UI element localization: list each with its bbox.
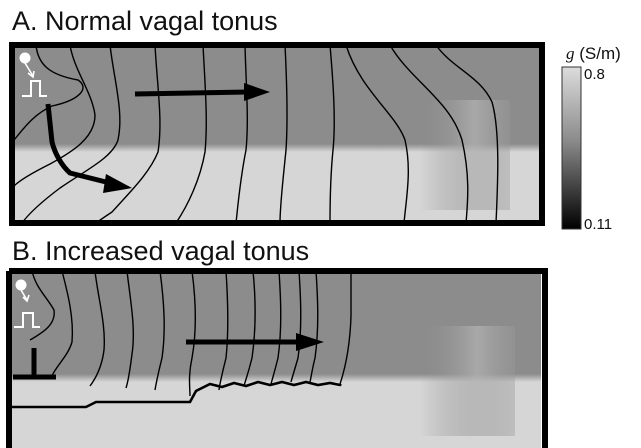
panel-a-map bbox=[0, 40, 560, 230]
colorbar-max-label: 0.8 bbox=[584, 66, 605, 83]
colorbar-min-label: 0.11 bbox=[584, 216, 612, 233]
panel-b-map bbox=[0, 266, 560, 448]
colorbar bbox=[560, 65, 584, 235]
panel-a-title: A. Normal vagal tonus bbox=[12, 6, 278, 37]
colorbar-title: g (S/m) bbox=[566, 44, 621, 64]
panel-b-title: B. Increased vagal tonus bbox=[12, 236, 309, 267]
